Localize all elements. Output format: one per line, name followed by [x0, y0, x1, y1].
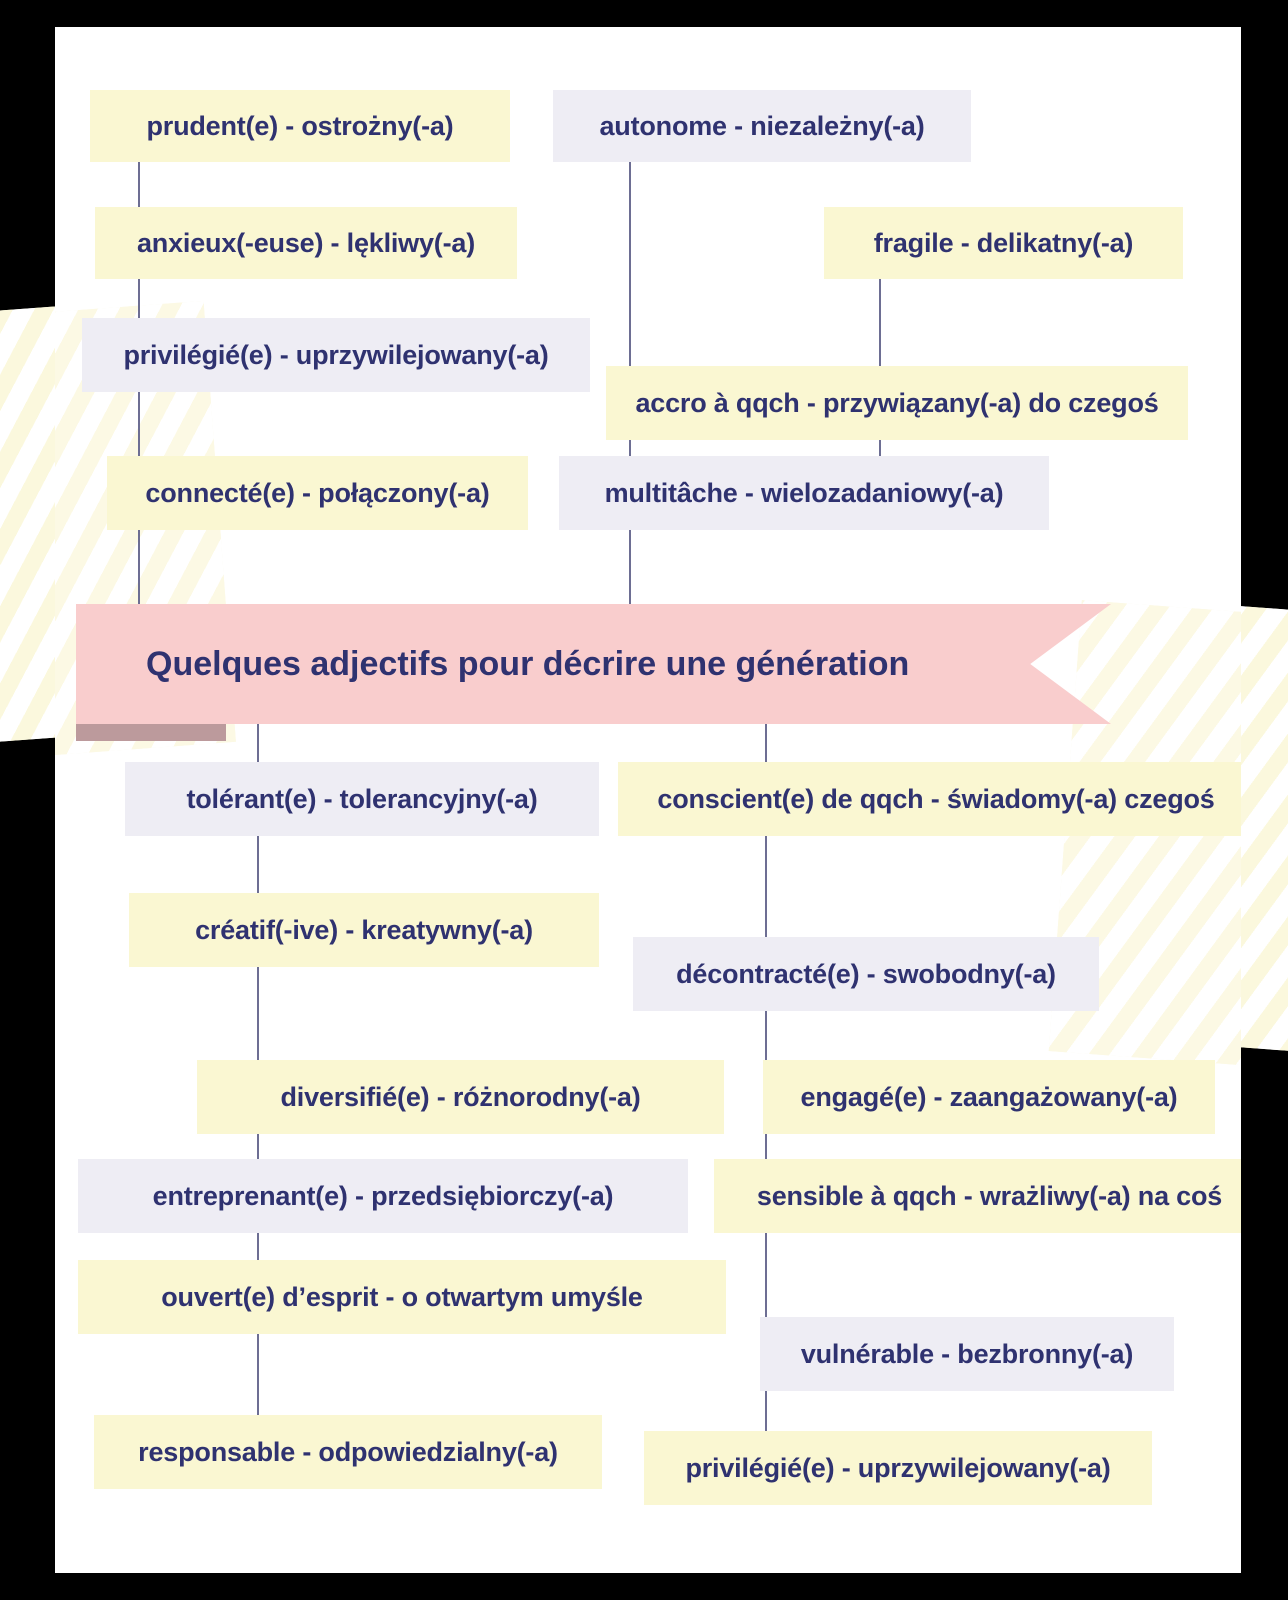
- connector-line: [257, 1233, 259, 1261]
- connector-line: [629, 162, 631, 367]
- adjective-chip: responsable - odpowiedzialny(-a): [94, 1415, 602, 1489]
- connector-line: [257, 724, 259, 763]
- connector-line: [629, 439, 631, 457]
- adjective-chip: connecté(e) - połączony(-a): [107, 456, 528, 530]
- connector-line: [765, 1134, 767, 1160]
- adjective-chip: autonome - niezależny(-a): [553, 90, 971, 162]
- adjective-chip: diversifié(e) - różnorodny(-a): [197, 1060, 724, 1134]
- page-title: Quelques adjectifs pour décrire une géné…: [146, 645, 910, 683]
- adjective-chip: multitâche - wielozadaniowy(-a): [559, 456, 1049, 530]
- adjective-chip: engagé(e) - zaangażowany(-a): [763, 1060, 1215, 1134]
- connector-line: [257, 966, 259, 1061]
- title-banner: Quelques adjectifs pour décrire une géné…: [76, 604, 1111, 724]
- connector-line: [765, 1233, 767, 1318]
- connector-line: [138, 162, 140, 208]
- adjective-chip: prudent(e) - ostrożny(-a): [90, 90, 510, 162]
- adjective-chip: tolérant(e) - tolerancyjny(-a): [125, 762, 599, 836]
- adjective-chip: privilégié(e) - uprzywilejowany(-a): [82, 318, 590, 392]
- connector-line: [138, 391, 140, 457]
- adjective-chip: sensible à qqch - wrażliwy(-a) na coś: [714, 1159, 1241, 1233]
- adjective-chip: anxieux(-euse) - lękliwy(-a): [95, 207, 517, 279]
- adjective-chip: créatif(-ive) - kreatywny(-a): [129, 893, 599, 967]
- connector-line: [257, 1134, 259, 1160]
- connector-line: [257, 1334, 259, 1416]
- connector-line: [629, 530, 631, 606]
- connector-line: [879, 279, 881, 367]
- poster-page: prudent(e) - ostrożny(-a) autonome - niez…: [55, 27, 1241, 1573]
- adjective-chip: vulnérable - bezbronny(-a): [760, 1317, 1174, 1391]
- adjective-chip: entreprenant(e) - przedsiębiorczy(-a): [78, 1159, 688, 1233]
- adjective-chip: conscient(e) de qqch - świadomy(-a) czeg…: [618, 762, 1241, 836]
- adjective-chip: décontracté(e) - swobodny(-a): [633, 937, 1099, 1011]
- adjective-chip: accro à qqch - przywiązany(-a) do czegoś: [606, 366, 1188, 440]
- connector-line: [138, 279, 140, 319]
- connector-line: [765, 1011, 767, 1061]
- adjective-chip: fragile - delikatny(-a): [824, 207, 1183, 279]
- connector-line: [765, 836, 767, 938]
- adjective-chip: privilégié(e) - uprzywilejowany(-a): [644, 1431, 1152, 1505]
- connector-line: [879, 439, 881, 457]
- connector-line: [765, 724, 767, 763]
- connector-line: [765, 1391, 767, 1432]
- connector-line: [138, 530, 140, 606]
- adjective-chip: ouvert(e) d’esprit - o otwartym umyśle: [78, 1260, 726, 1334]
- connector-line: [257, 836, 259, 894]
